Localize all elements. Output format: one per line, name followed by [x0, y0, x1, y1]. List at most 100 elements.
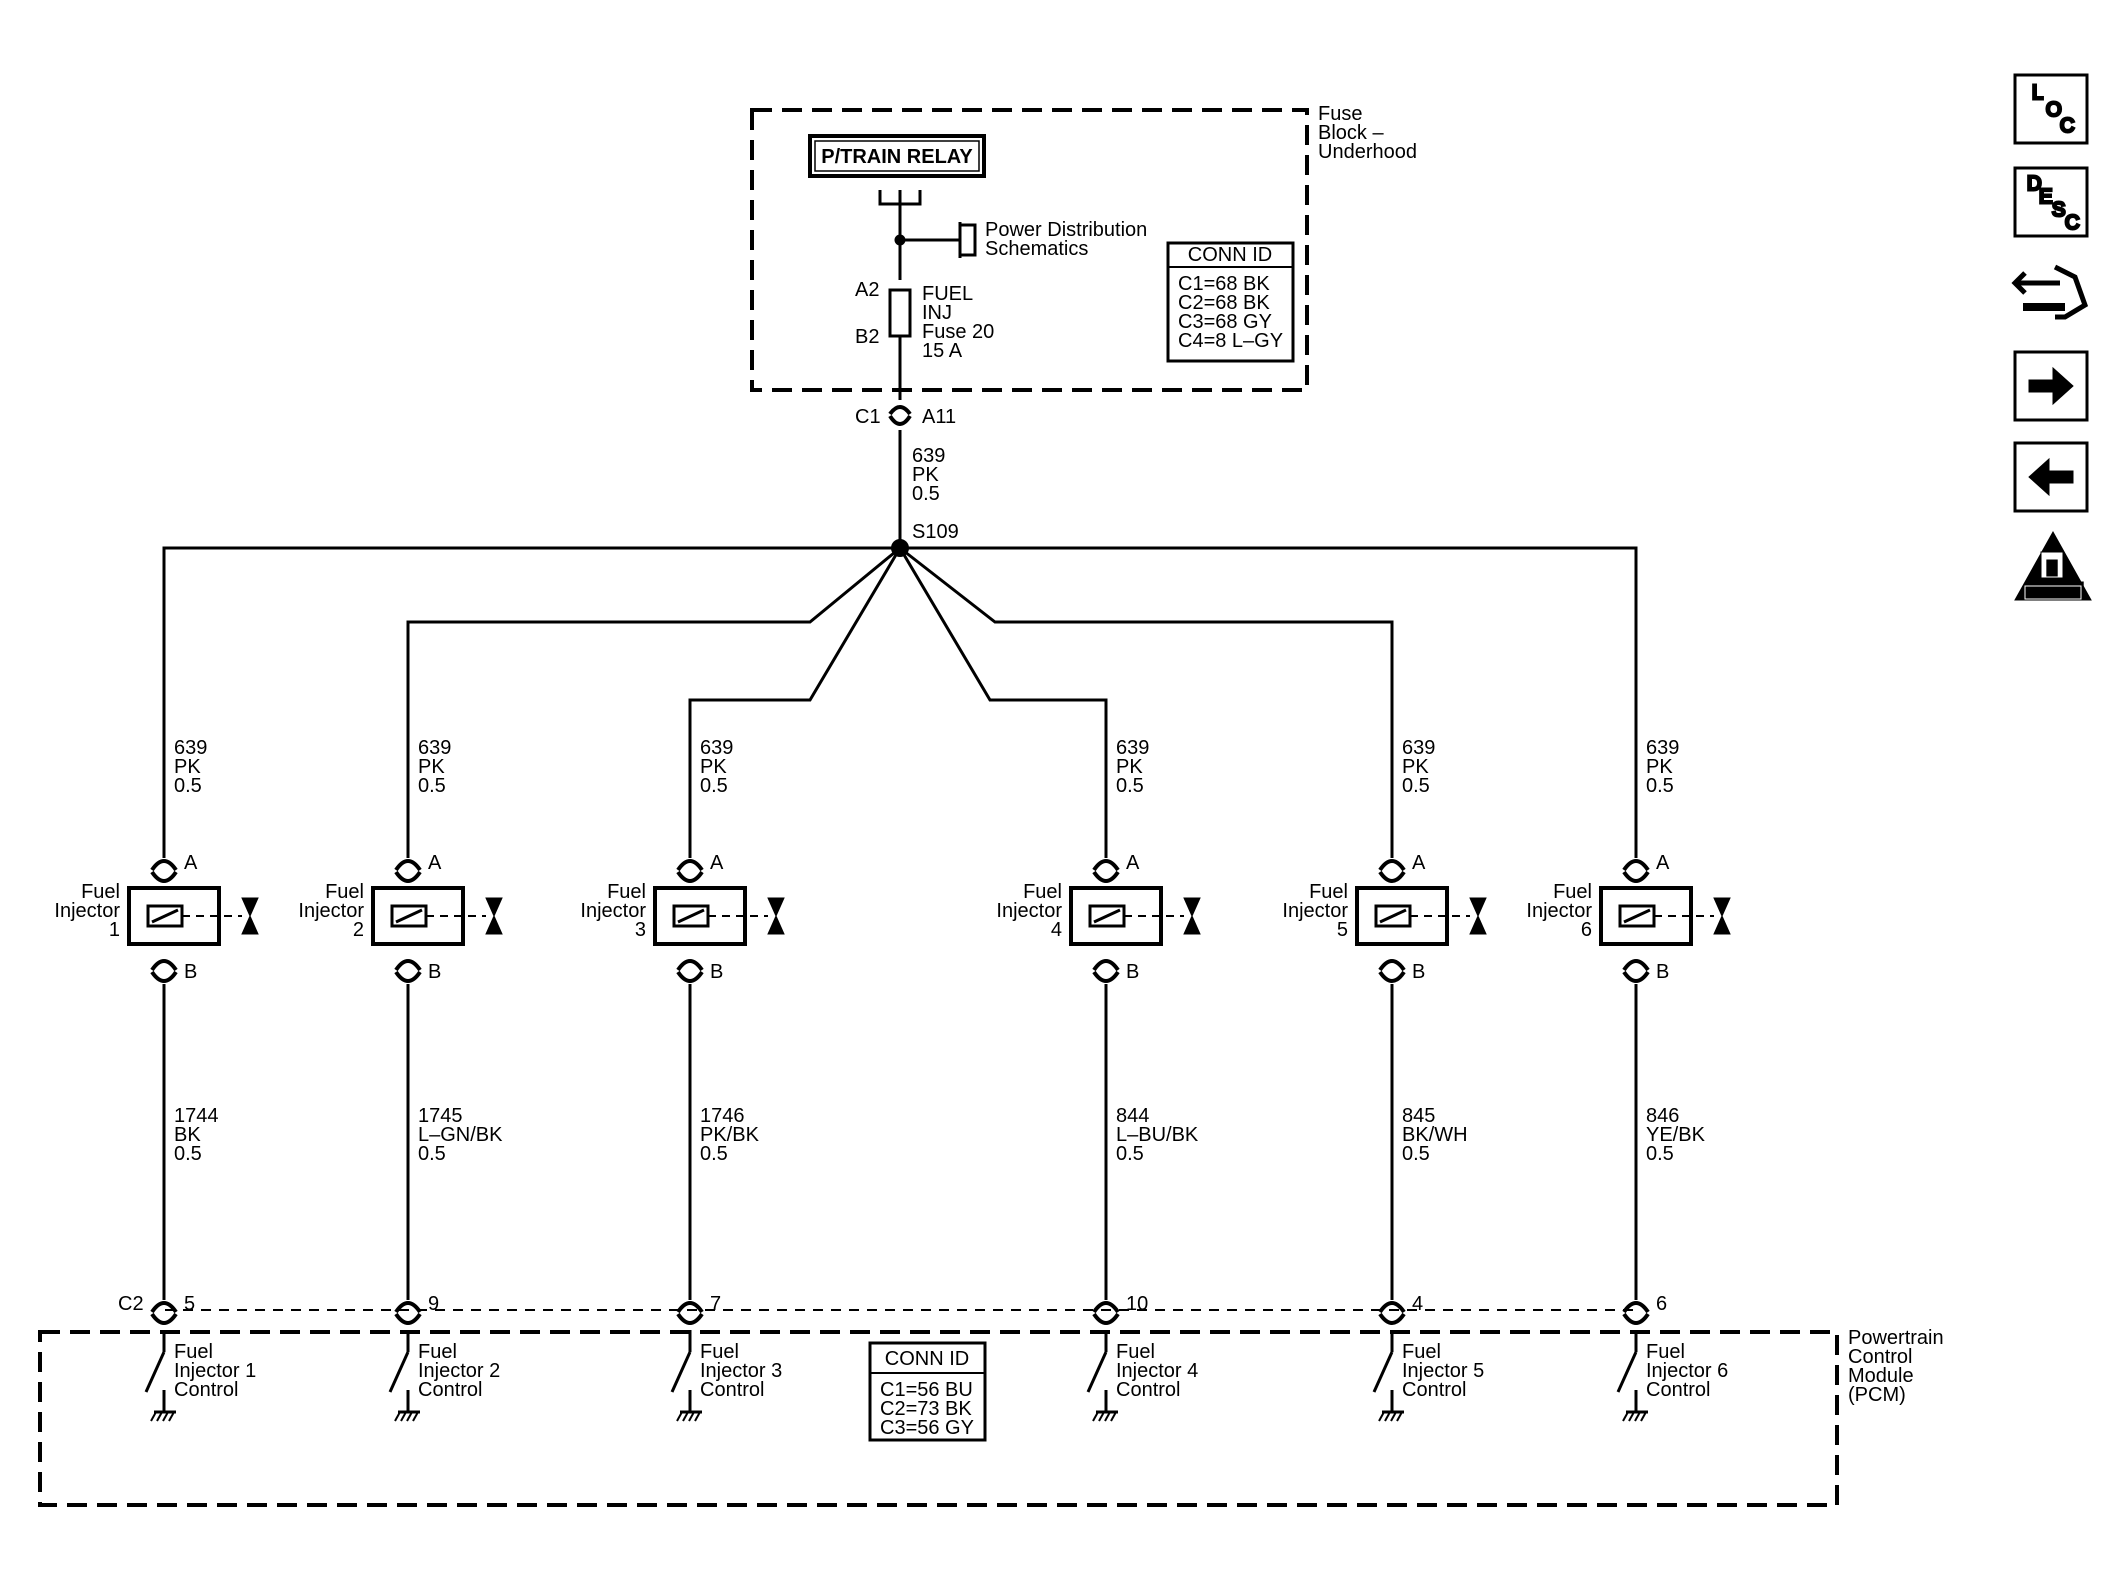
injector-4-control-label-2: L–BU/BK — [1116, 1124, 1199, 1146]
injector-2-connector-a-arc-top — [394, 859, 422, 872]
injector-2-supply-label-1: 639 — [418, 737, 451, 759]
desc-icon[interactable] — [2013, 166, 2089, 238]
pcm-connector-2-arc-bottom — [394, 1312, 422, 1325]
injector-2-pin-a: A — [428, 852, 442, 874]
pcm-pin-4: 10 — [1126, 1293, 1148, 1315]
supply-wire-6 — [900, 546, 1638, 858]
pcm-switch-2 — [388, 1351, 410, 1393]
injector-1-connector-b-arc-bottom — [150, 970, 178, 983]
pcm-control-label-4-2: Injector 4 — [1116, 1360, 1198, 1382]
injector-1-pin-a: A — [184, 852, 198, 874]
injector-6-control-label-1: 846 — [1646, 1105, 1679, 1127]
injector-4-pin-a: A — [1126, 852, 1140, 874]
injector-6-name-2: Injector — [1526, 900, 1592, 922]
pcm-pin-6: 6 — [1656, 1293, 1667, 1315]
pcm-control-label-4-1: Fuel — [1116, 1341, 1155, 1363]
feed-wire-label-1: 639 — [912, 445, 945, 467]
fuse-conn-id-row-4: C4=8 L–GY — [1178, 330, 1283, 352]
injector-2-body — [371, 886, 465, 946]
injector-1-control-label-1: 1744 — [174, 1105, 219, 1127]
pcm-connector-6-arc-bottom — [1622, 1312, 1650, 1325]
fuse-symbol — [888, 288, 912, 338]
injector-5-control-label-3: 0.5 — [1402, 1143, 1430, 1165]
fuse-label-2: INJ — [922, 302, 952, 324]
injector-4-supply-label-3: 0.5 — [1116, 775, 1144, 797]
injector-2-connector-a-arc-bottom — [394, 870, 422, 883]
desc-letter-d: D — [2027, 173, 2041, 195]
loc-letter-o: O — [2046, 99, 2062, 121]
pcm-conn-id-row-3: C3=56 GY — [880, 1417, 974, 1439]
injector-5-supply-label-2: PK — [1402, 756, 1429, 778]
injector-1-supply-label-1: 639 — [174, 737, 207, 759]
supply-wire-4 — [898, 547, 1108, 858]
injector-6-valve-icon — [1713, 897, 1731, 935]
injector-1-control-label-2: BK — [174, 1124, 201, 1146]
injector-1-supply-label-3: 0.5 — [174, 775, 202, 797]
relay-label: P/TRAIN RELAY — [821, 146, 973, 168]
pcm-pin-3: 7 — [710, 1293, 721, 1315]
injector-6-name-3: 6 — [1581, 919, 1592, 941]
injector-2-connector-b-arc-top — [394, 959, 422, 972]
splice-label: S109 — [912, 521, 959, 543]
pcm-title-3: Module — [1848, 1365, 1914, 1387]
feed-wire-label-3: 0.5 — [912, 483, 940, 505]
injector-3-valve-icon — [767, 897, 785, 935]
desc-letter-e: E — [2039, 186, 2052, 208]
pcm-switch-1 — [144, 1351, 166, 1393]
supply-wire-5 — [899, 546, 1394, 858]
pcm-connector-6-arc-top — [1622, 1301, 1650, 1314]
obd-ii-numeral: II — [2046, 558, 2057, 580]
fuse-conn-id-title: CONN ID — [1188, 244, 1272, 266]
injector-4-control-label-1: 844 — [1116, 1105, 1149, 1127]
injector-5-pin-a: A — [1412, 852, 1426, 874]
pcm-pin-1: 5 — [184, 1293, 195, 1315]
injector-3-connector-a-arc-top — [676, 859, 704, 872]
fuse-pin-top: A2 — [855, 279, 879, 301]
pcm-connector-4-arc-top — [1092, 1301, 1120, 1314]
injector-3-pin-a: A — [710, 852, 724, 874]
injector-2-name-1: Fuel — [325, 881, 364, 903]
supply-wire-3 — [688, 547, 902, 858]
injector-6-supply-label-3: 0.5 — [1646, 775, 1674, 797]
injector-5-name-3: 5 — [1337, 919, 1348, 941]
injector-3-connector-a-arc-bottom — [676, 870, 704, 883]
pcm-conn-id-row-1: C1=56 BU — [880, 1379, 973, 1401]
injector-5-name-2: Injector — [1282, 900, 1348, 922]
injector-4-supply-label-2: PK — [1116, 756, 1143, 778]
pcm-switch-6 — [1616, 1351, 1638, 1393]
pcm-connector-1-arc-bottom — [150, 1312, 178, 1325]
loc-icon[interactable] — [2013, 73, 2089, 145]
injector-1-name-2: Injector — [54, 900, 120, 922]
pcm-outline — [38, 1330, 1839, 1507]
pcm-connector-5-arc-top — [1378, 1301, 1406, 1314]
injector-1-valve-icon — [241, 897, 259, 935]
injector-3-name-1: Fuel — [607, 881, 646, 903]
pcm-control-label-2-3: Control — [418, 1379, 482, 1401]
desc-letter-c: C — [2065, 212, 2079, 234]
fuse-conn-id-box — [1166, 241, 1295, 363]
fuse-connector-label: C1 — [855, 406, 881, 428]
injector-5-pin-b: B — [1412, 961, 1425, 983]
injector-5-supply-label-3: 0.5 — [1402, 775, 1430, 797]
injector-3-control-label-3: 0.5 — [700, 1143, 728, 1165]
fuse-label-1: FUEL — [922, 283, 973, 305]
pcm-conn-id-title: CONN ID — [885, 1348, 969, 1370]
injector-2-name-2: Injector — [298, 900, 364, 922]
arrow-left-icon[interactable] — [2013, 441, 2089, 513]
supply-wire-2 — [406, 546, 901, 858]
pcm-switch-5 — [1372, 1351, 1394, 1393]
connector-route-icon[interactable] — [2011, 264, 2089, 320]
injector-6-control-label-3: 0.5 — [1646, 1143, 1674, 1165]
pcm-connector-3-arc-top — [676, 1301, 704, 1314]
pcm-control-label-5-1: Fuel — [1402, 1341, 1441, 1363]
injector-6-connector-a-arc-top — [1622, 859, 1650, 872]
injector-6-body — [1599, 886, 1693, 946]
injector-1-name-1: Fuel — [81, 881, 120, 903]
feed-wire-label-2: PK — [912, 464, 939, 486]
arrow-right-icon[interactable] — [2013, 350, 2089, 422]
injector-1-connector-a-arc-top — [150, 859, 178, 872]
injector-6-pin-a: A — [1656, 852, 1670, 874]
pcm-connector-3-arc-bottom — [676, 1312, 704, 1325]
injector-6-supply-label-1: 639 — [1646, 737, 1679, 759]
